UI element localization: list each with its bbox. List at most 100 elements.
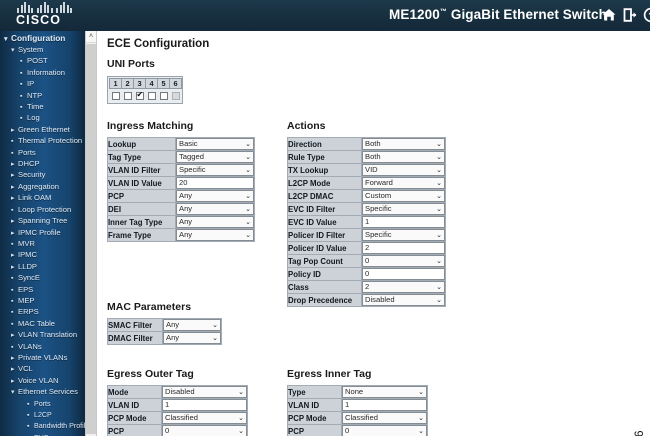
sidebar-item-l2cp[interactable]: L2CP bbox=[0, 410, 85, 421]
select-pcp-mode[interactable]: Classified⌄ bbox=[162, 412, 247, 424]
scroll-up-arrow-icon[interactable]: ˄ bbox=[86, 31, 96, 43]
sidebar-item-eps[interactable]: EPS bbox=[0, 285, 85, 296]
home-icon[interactable] bbox=[601, 7, 617, 23]
select-value: Classified bbox=[345, 413, 378, 422]
select-direction[interactable]: Both⌄ bbox=[362, 138, 445, 150]
bullet-icon bbox=[27, 410, 34, 421]
select-dei[interactable]: Any⌄ bbox=[176, 203, 254, 215]
select-class[interactable]: 2⌄ bbox=[362, 281, 445, 293]
input-vlan-id[interactable]: 1 bbox=[162, 399, 247, 411]
sidebar-item-bandwidth-profiles[interactable]: Bandwidth Profiles bbox=[0, 421, 85, 432]
sidebar-item-label: IP bbox=[27, 79, 35, 89]
sidebar-item-security[interactable]: Security bbox=[0, 170, 85, 181]
select-l2cp-dmac[interactable]: Custom⌄ bbox=[362, 190, 445, 202]
uni-port-checkbox-3[interactable] bbox=[135, 90, 144, 100]
sidebar-item-green-ethernet[interactable]: Green Ethernet bbox=[0, 125, 85, 136]
field-cell: 0 bbox=[361, 267, 446, 281]
input-policer-id-value[interactable]: 2 bbox=[362, 242, 445, 254]
sidebar-item-link-oam[interactable]: Link OAM bbox=[0, 193, 85, 204]
uni-ports-checkbox-row[interactable] bbox=[109, 89, 181, 102]
select-pcp-mode[interactable]: Classified⌄ bbox=[342, 412, 427, 424]
sidebar-item-aggregation[interactable]: Aggregation bbox=[0, 182, 85, 193]
select-tx-lookup[interactable]: VID⌄ bbox=[362, 164, 445, 176]
select-pcp[interactable]: 0⌄ bbox=[162, 425, 247, 436]
help-icon[interactable]: ? bbox=[643, 7, 650, 23]
select-dmac-filter[interactable]: Any⌄ bbox=[163, 332, 221, 344]
select-frame-type[interactable]: Any⌄ bbox=[176, 229, 254, 241]
select-inner-tag-type[interactable]: Any⌄ bbox=[176, 216, 254, 228]
sidebar-item-label: Security bbox=[18, 170, 46, 180]
select-drop-precedence[interactable]: Disabled⌄ bbox=[362, 294, 445, 306]
uni-port-checkbox-cell-5 bbox=[157, 89, 170, 102]
sidebar-item-evcs[interactable]: EVCs bbox=[0, 433, 85, 436]
sidebar-item-label: Voice VLAN bbox=[18, 375, 59, 385]
uni-port-checkbox-4[interactable] bbox=[147, 91, 156, 100]
sidebar-item-dhcp[interactable]: DHCP bbox=[0, 159, 85, 170]
sidebar-item-private-vlans[interactable]: Private VLANs bbox=[0, 353, 85, 364]
uni-port-checkbox-1[interactable] bbox=[111, 91, 120, 100]
select-tag-type[interactable]: Tagged⌄ bbox=[176, 151, 254, 163]
scrollbar-thumb[interactable] bbox=[86, 44, 96, 434]
select-smac-filter[interactable]: Any⌄ bbox=[163, 319, 221, 331]
field-label-tag-pop-count: Tag Pop Count bbox=[287, 254, 362, 268]
select-evc-id-filter[interactable]: Specific⌄ bbox=[362, 203, 445, 215]
select-mode[interactable]: Disabled⌄ bbox=[162, 386, 247, 398]
sidebar-item-ports[interactable]: Ports bbox=[0, 399, 85, 410]
sidebar-item-loop-protection[interactable]: Loop Protection bbox=[0, 205, 85, 216]
sidebar-item-mac-table[interactable]: MAC Table bbox=[0, 319, 85, 330]
sidebar-item-log[interactable]: Log bbox=[0, 113, 85, 124]
top-header-bar: CISCO ME1200™ GigaBit Ethernet Switch ? bbox=[0, 0, 650, 31]
sidebar-item-system[interactable]: System bbox=[0, 45, 85, 56]
cisco-logo[interactable]: CISCO bbox=[16, 2, 88, 29]
sidebar-item-thermal-protection[interactable]: Thermal Protection bbox=[0, 136, 85, 147]
select-vlan-id-filter[interactable]: Specific⌄ bbox=[176, 164, 254, 176]
sidebar-item-ports[interactable]: Ports bbox=[0, 148, 85, 159]
sidebar-item-vlan-translation[interactable]: VLAN Translation bbox=[0, 330, 85, 341]
sidebar-item-spanning-tree[interactable]: Spanning Tree bbox=[0, 216, 85, 227]
select-type[interactable]: None⌄ bbox=[342, 386, 427, 398]
sidebar-item-post[interactable]: POST bbox=[0, 56, 85, 67]
field-cell: Any⌄ bbox=[175, 215, 255, 229]
field-label-class: Class bbox=[287, 280, 362, 294]
logout-icon[interactable] bbox=[622, 7, 638, 23]
sidebar-item-erps[interactable]: ERPS bbox=[0, 307, 85, 318]
sidebar-item-ntp[interactable]: NTP bbox=[0, 91, 85, 102]
bullet-icon bbox=[20, 68, 27, 79]
select-pcp[interactable]: 0⌄ bbox=[342, 425, 427, 436]
input-policy-id[interactable]: 0 bbox=[362, 268, 445, 280]
uni-port-checkbox-5[interactable] bbox=[159, 91, 168, 100]
sidebar-scrollbar[interactable]: ˄ bbox=[85, 31, 97, 436]
select-rule-type[interactable]: Both⌄ bbox=[362, 151, 445, 163]
select-l2cp-mode[interactable]: Forward⌄ bbox=[362, 177, 445, 189]
select-pcp[interactable]: Any⌄ bbox=[176, 190, 254, 202]
sidebar-item-ipmc-profile[interactable]: IPMC Profile bbox=[0, 228, 85, 239]
sidebar-item-time[interactable]: Time bbox=[0, 102, 85, 113]
sidebar-item-ipmc[interactable]: IPMC bbox=[0, 250, 85, 261]
input-vlan-id-value[interactable]: 20 bbox=[176, 177, 254, 189]
sidebar-item-synce[interactable]: SyncE bbox=[0, 273, 85, 284]
uni-port-checkbox-2[interactable] bbox=[123, 91, 132, 100]
sidebar-item-voice-vlan[interactable]: Voice VLAN bbox=[0, 376, 85, 387]
chevron-down-icon: ⌄ bbox=[436, 141, 442, 148]
sidebar-item-configuration[interactable]: Configuration bbox=[0, 33, 85, 45]
input-evc-id-value[interactable]: 1 bbox=[362, 216, 445, 228]
select-tag-pop-count[interactable]: 0⌄ bbox=[362, 255, 445, 267]
field-cell: Any⌄ bbox=[175, 228, 255, 242]
navigation-sidebar[interactable]: ConfigurationSystemPOSTInformationIPNTPT… bbox=[0, 31, 85, 436]
sidebar-item-vlans[interactable]: VLANs bbox=[0, 342, 85, 353]
sidebar-item-vcl[interactable]: VCL bbox=[0, 364, 85, 375]
sidebar-item-mvr[interactable]: MVR bbox=[0, 239, 85, 250]
sidebar-item-lldp[interactable]: LLDP bbox=[0, 262, 85, 273]
sidebar-item-ip[interactable]: IP bbox=[0, 79, 85, 90]
sidebar-item-mep[interactable]: MEP bbox=[0, 296, 85, 307]
chevron-down-icon: ⌄ bbox=[245, 232, 251, 239]
sidebar-item-ethernet-services[interactable]: Ethernet Services bbox=[0, 387, 85, 398]
sidebar-item-information[interactable]: Information bbox=[0, 68, 85, 79]
select-lookup[interactable]: Basic⌄ bbox=[176, 138, 254, 150]
input-vlan-id[interactable]: 1 bbox=[342, 399, 427, 411]
select-policer-id-filter[interactable]: Specific⌄ bbox=[362, 229, 445, 241]
